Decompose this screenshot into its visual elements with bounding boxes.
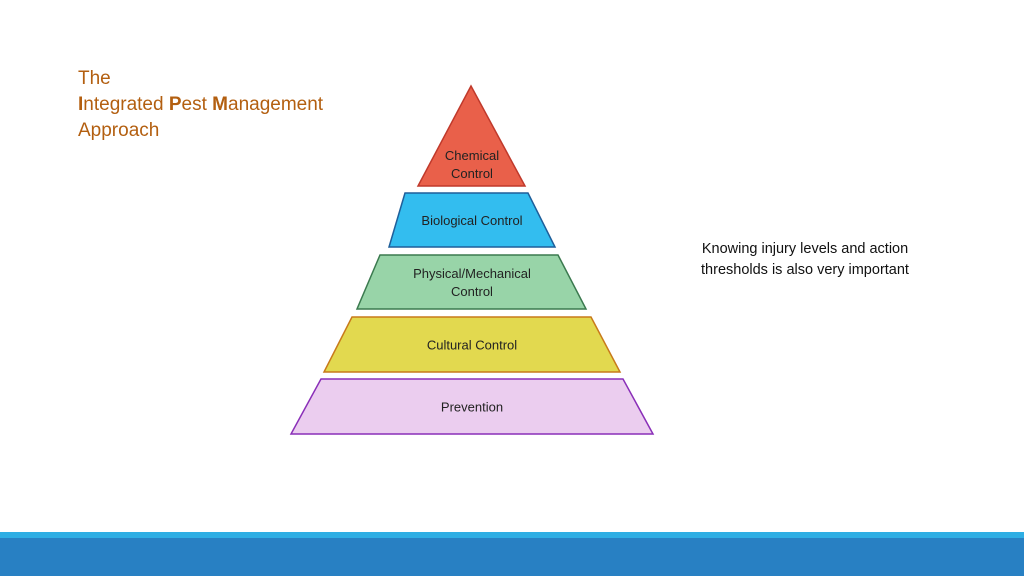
pyramid-label: Control — [451, 284, 493, 299]
footer-bar — [0, 538, 1024, 576]
pyramid-label: Chemical — [445, 148, 499, 163]
pyramid-shape — [289, 378, 655, 435]
title-letter-p: P — [168, 94, 182, 115]
pyramid-label: Biological Control — [421, 213, 522, 228]
pyramid-level-biological-control: Biological Control — [387, 192, 557, 248]
title-word-management: anagement — [228, 94, 324, 115]
title-word-integrated: ntegrated — [83, 94, 169, 115]
pyramid-level-cultural-control: Cultural Control — [322, 316, 622, 373]
footer-accent-line — [0, 532, 1024, 538]
title-letter-m: M — [212, 94, 228, 115]
thresholds-note: Knowing injury levels and action thresho… — [701, 241, 909, 278]
title-line-3: Approach — [78, 120, 160, 141]
pyramid-shape — [322, 316, 622, 373]
title-word-pest: est — [181, 94, 213, 115]
pyramid-label: Cultural Control — [427, 338, 517, 353]
pyramid-shape — [387, 192, 557, 248]
title-line-1: The — [78, 68, 111, 89]
slide-title: The Integrated Pest Management Approach — [78, 66, 323, 144]
pyramid-shape — [355, 254, 588, 310]
title-line-2: Integrated Pest Management — [78, 92, 323, 118]
pyramid-shape — [416, 84, 527, 187]
title-letter-i: I — [78, 94, 84, 115]
pyramid-level-prevention: Prevention — [289, 378, 655, 435]
pyramid-label: Control — [451, 166, 493, 181]
pyramid-label: Physical/Mechanical — [413, 266, 531, 281]
pyramid-label: Prevention — [441, 400, 503, 415]
